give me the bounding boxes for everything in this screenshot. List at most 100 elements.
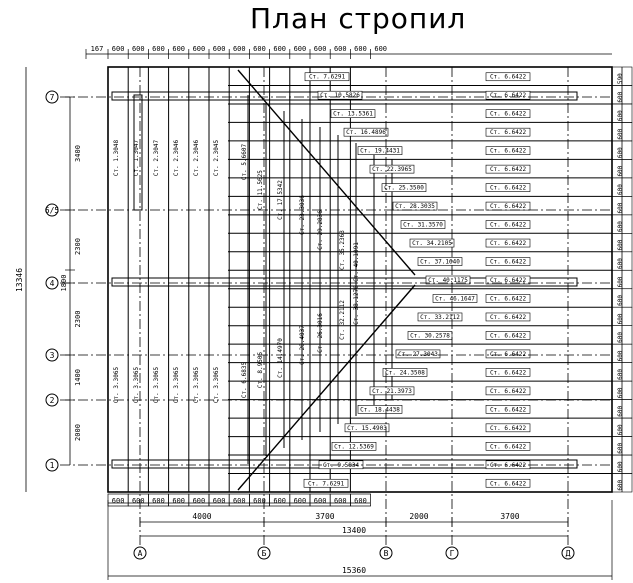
axis-marker-col [379,546,393,560]
dim-label-bottom: 600 [314,497,327,505]
rafter-label-vertical-top: Ст. 1.3047 [133,140,140,177]
rafter-label-vertical-bottom: Ст. 8.9505 [257,352,264,389]
dim-label-left-total: 13346 [15,268,24,292]
axis-label-col: Д [566,549,571,558]
rafter-tag-box [344,423,390,433]
rafter-tag-box [425,275,471,285]
dim-label-top: 600 [314,45,327,53]
rafter-label-vertical-top: Ст. 40.1091 [353,242,360,282]
rafter-label-vertical-bottom: Ст. 38.1270 [353,285,360,325]
axis-marker-col [257,546,271,560]
rafter-label-right: Ст. 6.6422 [490,129,527,136]
dim-label-top: 600 [374,45,387,53]
rafter-tag-box [432,294,478,303]
dim-label-top: 600 [233,45,246,53]
rafter-label-vertical-bottom: Ст. 3.3065 [213,367,220,404]
rafter-label-right: Ст. 6.6422 [490,369,527,376]
dim-label-total-inner: 13400 [342,526,366,535]
rafter-tag-box [485,257,531,266]
rafter-label-vertical-bottom: Ст. 6.6835 [241,362,248,399]
rafter-label-mid: Ст. 18.4438 [360,406,400,413]
rafter-tag-box [485,201,531,211]
dim-label-top: 600 [152,45,165,53]
dim-label-span: 3700 [500,512,519,521]
rafter-tag-box [485,349,531,359]
axis-marker-col [133,546,147,560]
rafter-label-mid: Ст. 13.5361 [333,111,373,118]
rafter-tag-box [485,164,531,174]
dim-label-top: 600 [334,45,347,53]
rafter-label-vertical-top: Ст. 29.2836 [317,210,324,250]
rafter-label-mid: Ст. 7.6291 [309,74,346,81]
axis-marker-row [45,393,59,407]
rafter-label-mid: Ст. 24.3508 [385,369,425,376]
rafter-tag-box [331,442,377,451]
dim-label-span: 2000 [409,512,428,521]
dim-label-bottom: 600 [172,497,185,505]
dim-label-top: 600 [213,45,226,53]
dim-label-top: 600 [112,45,125,53]
rafter-label-right: Ст. 6.6422 [490,203,527,210]
rafter-label-vertical-bottom: Ст. 3.3065 [193,367,200,404]
rafter-label-right: Ст. 6.6422 [490,240,527,247]
rafter-label-right: Ст. 6.6422 [490,480,527,487]
rafter-label-vertical-bottom: Ст. 26.3016 [317,313,324,353]
rafter-tag-box [417,312,463,322]
rafter-tag-box [382,368,428,377]
axis-marker-row [45,458,59,472]
dim-label-right: 600 [617,369,624,380]
dim-label-right: 600 [617,147,624,158]
rafter-tag-box [343,127,389,137]
rafter-label-mid: Ст. 33.2112 [420,314,460,321]
dim-label-top: 600 [132,45,145,53]
rafter-label-vertical-top: Ст. 2.3047 [153,140,160,177]
rafter-tag-box [485,146,531,155]
rafter-label-right: Ст. 6.6422 [490,166,527,173]
dim-label-right: 600 [617,443,624,454]
dim-label-right: 600 [617,295,624,306]
axis-marker-col [445,546,459,560]
rafter-label-vertical-top: Ст. 2.3045 [213,140,220,177]
rafter-tag-box [485,386,531,396]
rafter-label-right: Ст. 6.6422 [490,351,527,358]
rafter-label-mid: Ст. 40.1175 [428,277,468,284]
rafter-label-vertical-bottom: Ст. 14.4970 [277,338,284,378]
rafter-label-right: Ст. 6.6422 [490,185,527,192]
rafter-tag-box [485,127,531,137]
rafter-label-mid: Ст. 21.3973 [372,388,412,395]
rafter-label-vertical-top: Ст. 2.3046 [193,140,200,177]
rafter-label-mid: Ст. 22.3965 [372,166,412,173]
dim-label-bottom: 600 [152,497,165,505]
rafter-label-mid: Ст. 34.2105 [412,240,452,247]
dim-label-right: 600 [617,424,624,435]
dim-label-bottom: 600 [253,497,266,505]
rafter-label-vertical-top: Ст. 23.3036 [299,195,306,235]
rafter-label-right: Ст. 6.6422 [490,111,527,118]
rafter-label-right: Ст. 6.6422 [490,148,527,155]
dim-label-right: 600 [617,110,624,121]
dim-label-right: 600 [617,332,624,343]
rafter-label-mid: Ст. 31.3570 [403,222,443,229]
dim-label-right: 600 [617,479,624,490]
rafter-label-vertical-top: Ст. 5.6607 [241,144,248,181]
dim-label-top: 600 [253,45,266,53]
rafter-tag-box [485,442,531,451]
rafter-tag-box [400,220,446,229]
dim-label-right: 600 [617,239,624,250]
axis-marker-row [45,203,59,217]
dim-label-bottom: 600 [213,497,226,505]
rafter-label-right: Ст. 6.6422 [490,259,527,266]
dim-label-bottom: 600 [273,497,286,505]
dim-label-bottom: 600 [233,497,246,505]
rafter-lines [107,66,612,493]
rafter-tag-box [485,405,531,414]
rafter-label-right: Ст. 6.6422 [490,462,527,469]
dim-label-left: 2300 [74,311,82,328]
axis-label-row: 1 [50,461,55,470]
dim-label-top: 600 [294,45,307,53]
rafter-label-right: Ст. 6.6422 [490,332,527,339]
dim-label-left: 1400 [74,369,82,386]
dim-label-top: 600 [273,45,286,53]
axis-label-col: В [384,549,389,558]
dim-label-right: 600 [617,406,624,417]
